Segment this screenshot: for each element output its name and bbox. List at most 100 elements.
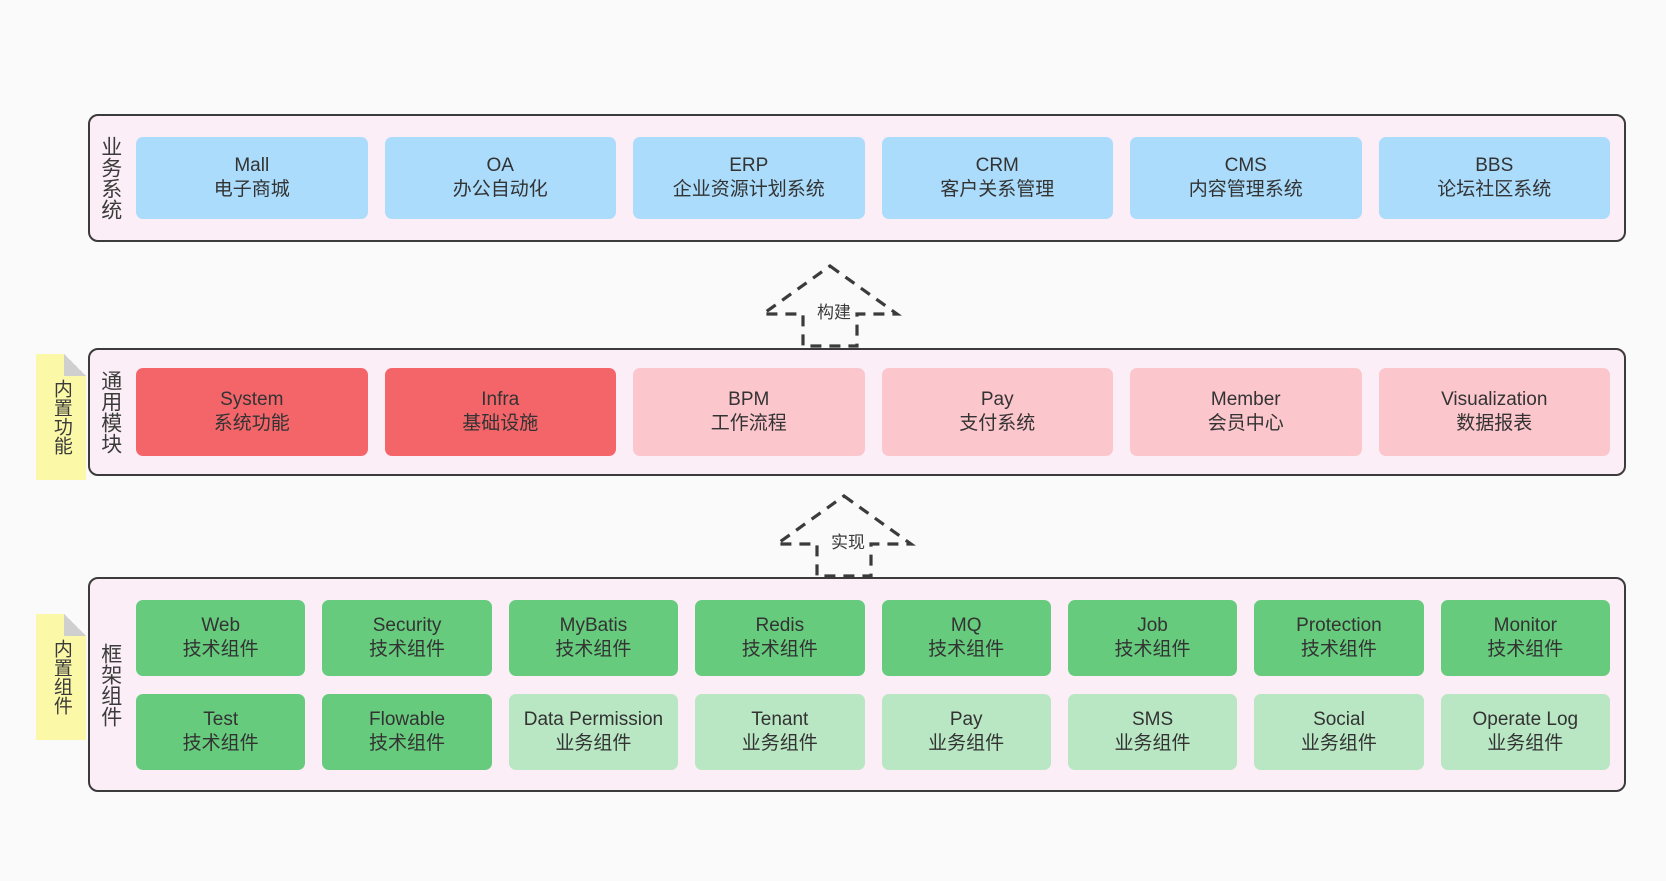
card-infra[interactable]: Infra 基础设施 xyxy=(384,368,616,456)
card-job[interactable]: Job 技术组件 xyxy=(1067,599,1238,676)
card-title-cn: 工作流程 xyxy=(710,413,787,434)
implement-arrow-label: 实现 xyxy=(831,533,865,552)
card-title-en: Web xyxy=(201,614,241,636)
card-flowable[interactable]: Flowable 技术组件 xyxy=(322,693,492,770)
card-tenant[interactable]: Tenant 业务组件 xyxy=(695,693,865,770)
card-title-cn: 系统功能 xyxy=(213,413,290,434)
card-title-en: ERP xyxy=(729,155,769,177)
card-title-cn: 内容管理系统 xyxy=(1188,179,1303,200)
card-title-en: Mall xyxy=(234,155,270,177)
card-mall[interactable]: Mall 电子商城 xyxy=(136,137,368,219)
card-title-en: Pay xyxy=(980,389,1014,411)
card-bbs[interactable]: BBS 论坛社区系统 xyxy=(1378,137,1610,219)
card-title-cn: 办公自动化 xyxy=(452,179,548,200)
card-title-en: Security xyxy=(372,614,442,636)
card-title-en: Job xyxy=(1137,614,1168,636)
card-member[interactable]: Member 会员中心 xyxy=(1130,368,1362,456)
card-title-cn: 技术组件 xyxy=(1487,638,1564,660)
card-operate-log[interactable]: Operate Log 业务组件 xyxy=(1440,693,1610,770)
section-body-common-modules: System 系统功能 Infra 基础设施 BPM 工作流程 Pay 支付系统… xyxy=(130,350,1624,474)
card-title-cn: 业务组件 xyxy=(555,732,632,754)
card-title-cn: 技术组件 xyxy=(1114,638,1191,660)
card-crm[interactable]: CRM 客户关系管理 xyxy=(881,137,1113,219)
card-sms[interactable]: SMS 业务组件 xyxy=(1067,693,1238,770)
card-security[interactable]: Security 技术组件 xyxy=(322,599,492,676)
card-bpm[interactable]: BPM 工作流程 xyxy=(633,368,865,456)
card-title-en: OA xyxy=(486,155,514,177)
card-title-cn: 技术组件 xyxy=(1300,638,1377,660)
card-web[interactable]: Web 技术组件 xyxy=(136,599,306,676)
card-title-cn: 会员中心 xyxy=(1207,413,1284,434)
card-title-en: CMS xyxy=(1224,155,1267,177)
card-title-en: Pay xyxy=(949,708,983,730)
section-common-modules: 通用模块 System 系统功能 Infra 基础设施 BPM 工作流程 Pay… xyxy=(88,348,1626,476)
section-framework-components: 框架组件 Web 技术组件 Security 技术组件 MyBatis 技术组件… xyxy=(88,577,1626,792)
card-row: Web 技术组件 Security 技术组件 MyBatis 技术组件 Redi… xyxy=(136,599,1610,676)
card-erp[interactable]: ERP 企业资源计划系统 xyxy=(633,137,865,219)
card-pay-component[interactable]: Pay 业务组件 xyxy=(881,693,1051,770)
card-title-cn: 技术组件 xyxy=(182,732,259,754)
section-body-business-systems: Mall 电子商城 OA 办公自动化 ERP 企业资源计划系统 CRM 客户关系… xyxy=(130,116,1624,240)
card-title-en: Data Permission xyxy=(523,708,664,730)
section-title-common-modules: 通用模块 xyxy=(98,370,122,454)
card-cms[interactable]: CMS 内容管理系统 xyxy=(1130,137,1362,219)
sticky-note-label: 内置组件 xyxy=(50,639,72,715)
section-business-systems: 业务系统 Mall 电子商城 OA 办公自动化 ERP 企业资源计划系统 CRM… xyxy=(88,114,1626,242)
card-title-cn: 论坛社区系统 xyxy=(1437,179,1552,200)
card-title-cn: 技术组件 xyxy=(928,638,1005,660)
card-title-en: CRM xyxy=(975,155,1019,177)
card-title-en: Visualization xyxy=(1441,389,1548,411)
card-pay[interactable]: Pay 支付系统 xyxy=(881,368,1113,456)
card-test[interactable]: Test 技术组件 xyxy=(136,693,306,770)
card-title-cn: 电子商城 xyxy=(213,179,290,200)
card-title-en: Flowable xyxy=(369,708,446,730)
card-row: System 系统功能 Infra 基础设施 BPM 工作流程 Pay 支付系统… xyxy=(136,368,1610,456)
card-title-cn: 技术组件 xyxy=(555,638,632,660)
card-mq[interactable]: MQ 技术组件 xyxy=(881,599,1051,676)
build-arrow-label: 构建 xyxy=(817,303,851,322)
card-title-cn: 技术组件 xyxy=(182,638,259,660)
card-title-en: Social xyxy=(1313,708,1365,730)
card-oa[interactable]: OA 办公自动化 xyxy=(384,137,616,219)
card-protection[interactable]: Protection 技术组件 xyxy=(1254,599,1424,676)
section-body-framework-components: Web 技术组件 Security 技术组件 MyBatis 技术组件 Redi… xyxy=(130,579,1624,790)
card-title-cn: 支付系统 xyxy=(959,413,1036,434)
card-title-en: Redis xyxy=(755,614,805,636)
card-visualization[interactable]: Visualization 数据报表 xyxy=(1378,368,1610,456)
card-title-en: System xyxy=(220,389,284,411)
card-row: Test 技术组件 Flowable 技术组件 Data Permission … xyxy=(136,693,1610,770)
section-title-framework-components: 框架组件 xyxy=(98,642,122,727)
card-title-en: MQ xyxy=(950,614,982,636)
card-title-cn: 基础设施 xyxy=(462,413,539,434)
section-title-business-systems: 业务系统 xyxy=(98,136,122,220)
card-title-en: MyBatis xyxy=(559,614,628,636)
sticky-note-builtin-features: 内置功能 xyxy=(36,354,86,480)
card-title-cn: 客户关系管理 xyxy=(940,179,1055,200)
sticky-note-builtin-components: 内置组件 xyxy=(36,614,86,740)
card-title-cn: 技术组件 xyxy=(741,638,818,660)
card-monitor[interactable]: Monitor 技术组件 xyxy=(1440,599,1610,676)
sticky-note-label: 内置功能 xyxy=(50,379,72,455)
card-mybatis[interactable]: MyBatis 技术组件 xyxy=(508,599,679,676)
card-title-en: Tenant xyxy=(751,708,809,730)
card-title-en: BPM xyxy=(728,389,770,411)
card-title-en: Monitor xyxy=(1493,614,1557,636)
build-arrow: 构建 xyxy=(757,262,903,348)
card-title-cn: 技术组件 xyxy=(369,638,446,660)
card-title-en: Test xyxy=(203,708,239,730)
card-redis[interactable]: Redis 技术组件 xyxy=(695,599,865,676)
card-data-permission[interactable]: Data Permission 业务组件 xyxy=(508,693,679,770)
card-social[interactable]: Social 业务组件 xyxy=(1254,693,1424,770)
card-title-en: Member xyxy=(1210,389,1281,411)
card-title-en: SMS xyxy=(1131,708,1174,730)
card-title-cn: 数据报表 xyxy=(1456,413,1533,434)
implement-arrow: 实现 xyxy=(771,492,917,578)
card-row: Mall 电子商城 OA 办公自动化 ERP 企业资源计划系统 CRM 客户关系… xyxy=(136,137,1610,219)
card-title-cn: 企业资源计划系统 xyxy=(672,179,825,200)
card-system[interactable]: System 系统功能 xyxy=(136,368,368,456)
card-title-cn: 业务组件 xyxy=(741,732,818,754)
card-title-en: Operate Log xyxy=(1472,708,1579,730)
card-title-en: Protection xyxy=(1296,614,1382,636)
card-title-en: BBS xyxy=(1475,155,1514,177)
